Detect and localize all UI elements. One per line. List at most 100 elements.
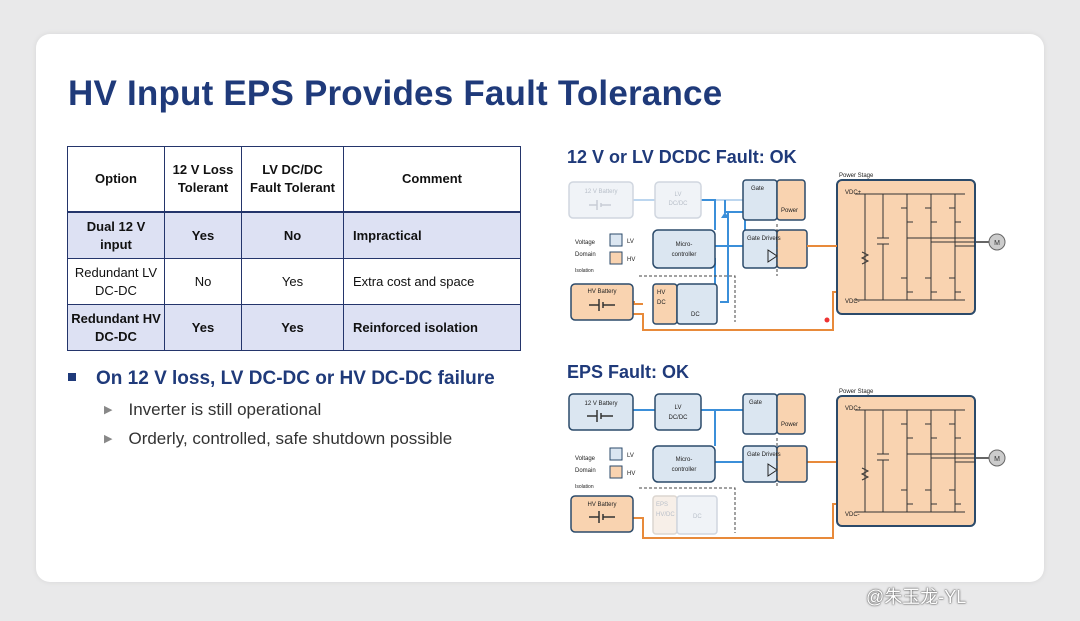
micro-label: controller — [672, 467, 697, 473]
main-bullet: On 12 V loss, LV DC-DC or HV DC-DC failu… — [68, 368, 495, 390]
isolation-label: Isolation — [575, 484, 594, 490]
gate-drivers-label: Gate Drivers — [747, 236, 781, 242]
battery-icon — [589, 200, 611, 210]
hv-battery-block — [570, 495, 634, 533]
table-row: Redundant HV DC-DC Yes Yes Reinforced is… — [67, 304, 521, 351]
table-header-row: Option 12 V Loss Tolerant LV DC/DC Fault… — [67, 146, 521, 213]
microcontroller-block — [652, 445, 716, 483]
hv-battery-label: HV Battery — [587, 502, 616, 508]
battery12-block — [568, 181, 634, 219]
power-stage-label: Power Stage — [839, 173, 874, 179]
motor-label: M — [994, 456, 1000, 463]
power-block — [776, 179, 806, 221]
gate-driver-hv-block — [776, 445, 808, 483]
gate-driver-hv-block — [776, 229, 808, 269]
legend-hv-swatch — [609, 251, 623, 265]
hv-battery-label: HV Battery — [587, 289, 616, 295]
battery12-label: 12 V Battery — [584, 189, 617, 195]
sub-bullet: ▶ Orderly, controlled, safe shutdown poss… — [104, 429, 452, 449]
legend-lv: LV — [627, 239, 634, 245]
sub-bullet-text: Inverter is still operational — [128, 400, 322, 419]
motor-icon — [988, 449, 1006, 467]
battery12-block — [568, 393, 634, 431]
diagram2-title: EPS Fault: OK — [567, 362, 690, 382]
lvdcdc-label: DC/DC — [669, 415, 689, 421]
diagram1-block-diagram: 12 V Battery LV DC/DC Gate Power Voltage… — [568, 173, 1006, 331]
hvdc-label: HV/DC — [656, 512, 675, 518]
motor-icon — [988, 233, 1006, 251]
gate-label: Gate — [749, 400, 763, 406]
legend-lv-swatch — [609, 233, 623, 247]
table-cell: Yes — [241, 258, 344, 305]
table-cell: Reinforced isolation — [343, 304, 521, 351]
dc-label: DC — [693, 514, 702, 520]
main-bullet-text: On 12 V loss, LV DC-DC or HV DC-DC failu… — [96, 368, 495, 389]
lvdcdc-label: LV — [675, 405, 682, 411]
lvdcdc-label: DC/DC — [669, 201, 689, 207]
hvdc-lv-block — [676, 283, 718, 325]
vdc-minus-label: VDC- — [845, 512, 860, 518]
table-cell: Yes — [164, 304, 242, 351]
table-cell: Extra cost and space — [343, 258, 521, 305]
table-header-cell: 12 V Loss Tolerant — [164, 146, 242, 213]
isolation-label: Isolation — [575, 268, 594, 274]
table-row: Dual 12 V input Yes No Impractical — [67, 211, 521, 259]
legend-voltage: Voltage — [575, 240, 596, 246]
power-label: Power — [781, 422, 798, 428]
battery12-label: 12 V Battery — [584, 401, 617, 407]
eps-hvdc-lv-block — [676, 495, 718, 535]
power-stage-label: Power Stage — [839, 389, 874, 395]
legend-lv-swatch — [609, 447, 623, 461]
power-block — [776, 393, 806, 435]
legend-hv: HV — [627, 257, 635, 263]
isolation-boundary — [639, 275, 736, 322]
sub-bullet-text: Orderly, controlled, safe shutdown possi… — [128, 429, 453, 448]
power-stage-block — [836, 395, 976, 527]
driver-triangle-icon — [767, 249, 778, 263]
power-label: Power — [781, 208, 798, 214]
table-cell: Yes — [241, 304, 344, 351]
battery-icon — [589, 299, 615, 311]
table-header-cell: Comment — [343, 146, 521, 213]
micro-label: Micro- — [676, 242, 693, 248]
lvdcdc-block — [654, 393, 702, 431]
legend-voltage: Voltage — [575, 456, 596, 462]
driver-triangle-icon — [767, 463, 778, 477]
diode-icon — [721, 212, 729, 218]
micro-label: controller — [672, 252, 697, 258]
hv-battery-block — [570, 283, 634, 321]
fault-dot — [824, 317, 830, 323]
vdc-minus-label: VDC- — [845, 299, 860, 305]
table-cell: Redundant HV DC-DC — [67, 304, 165, 351]
vdc-plus-label: VDC+ — [845, 406, 862, 412]
diagram1-title: 12 V or LV DCDC Fault: OK — [567, 147, 797, 167]
legend-domain: Domain — [575, 252, 596, 258]
inverter-circuit — [855, 409, 975, 513]
triangle-bullet-icon: ▶ — [104, 433, 113, 445]
legend-hv-swatch — [609, 465, 623, 479]
table-cell: Yes — [164, 211, 242, 259]
dc-label: DC — [691, 312, 700, 318]
microcontroller-block — [652, 229, 716, 269]
lvdcdc-block — [654, 181, 702, 219]
table-row: Redundant LV DC-DC No Yes Extra cost and… — [67, 258, 521, 305]
hvdc-label: EPS — [656, 502, 668, 508]
hvdc-label: HV — [657, 290, 665, 296]
battery-icon — [589, 511, 615, 523]
gate-drivers-label: Gate Drivers — [747, 452, 781, 458]
diagram2-block-diagram: 12 V Battery LV DC/DC Gate Power Voltage… — [568, 389, 1006, 539]
table-header-cell: LV DC/DC Fault Tolerant — [241, 146, 344, 213]
legend-hv: HV — [627, 471, 635, 477]
table-cell: Dual 12 V input — [67, 211, 165, 259]
table-header-cell: Option — [67, 146, 165, 213]
power-stage-block — [836, 179, 976, 315]
micro-label: Micro- — [676, 457, 693, 463]
table-cell: Redundant LV DC-DC — [67, 258, 165, 305]
inverter-circuit — [855, 193, 975, 301]
battery-icon — [587, 410, 613, 422]
options-table: Option 12 V Loss Tolerant LV DC/DC Fault… — [67, 146, 521, 351]
watermark: @朱玉龙-YL — [866, 587, 967, 607]
motor-label: M — [994, 240, 1000, 247]
table-cell: Impractical — [343, 211, 521, 259]
legend-domain: Domain — [575, 468, 596, 474]
